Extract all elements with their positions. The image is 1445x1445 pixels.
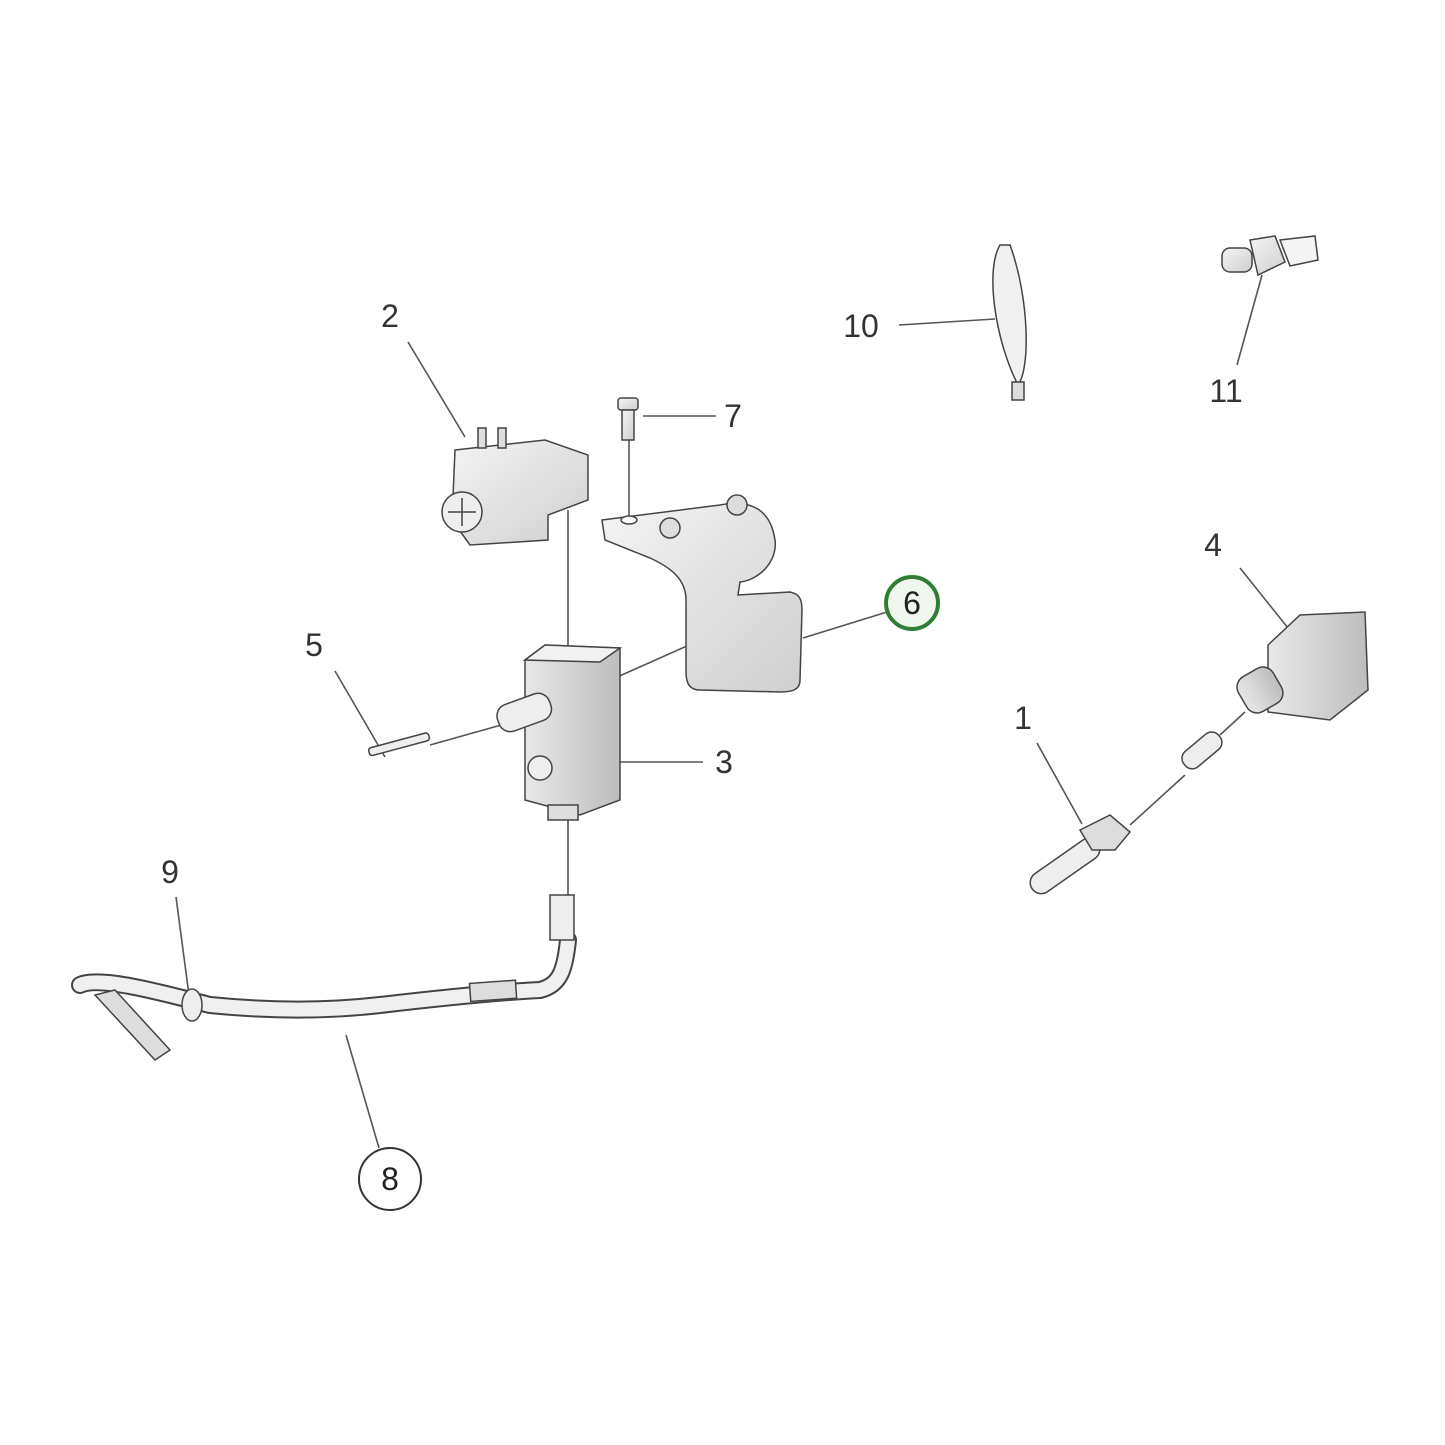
part-1-sensor [1029, 814, 1132, 895]
part-label-9[interactable]: 9 [161, 854, 179, 890]
part-4-switch [1181, 611, 1369, 770]
part-callout-8[interactable]: 8 [358, 1147, 422, 1211]
part-9-clamp [181, 988, 203, 1022]
part-10-cable-tie [992, 244, 1027, 401]
part-label-3[interactable]: 3 [715, 744, 733, 780]
part-8-hose [71, 894, 577, 1061]
part-callout-6-selected[interactable]: 6 [884, 575, 940, 631]
part-label-11[interactable]: 11 [1209, 373, 1243, 409]
part-2-solenoid-coil [441, 427, 589, 546]
part-7-bolt [617, 397, 639, 441]
part-label-5[interactable]: 5 [305, 627, 323, 663]
leader-lines [175, 274, 1289, 1149]
part-5-screw [367, 732, 431, 757]
part-label-4[interactable]: 4 [1204, 527, 1222, 563]
part-11-fitting [1221, 235, 1319, 277]
part-label-7[interactable]: 7 [724, 398, 742, 434]
part-label-10[interactable]: 10 [843, 308, 879, 344]
part-6-bracket [601, 494, 803, 693]
part-label-2[interactable]: 2 [381, 298, 399, 334]
part-label-1[interactable]: 1 [1014, 700, 1032, 736]
part-3-valve-block [496, 644, 623, 821]
